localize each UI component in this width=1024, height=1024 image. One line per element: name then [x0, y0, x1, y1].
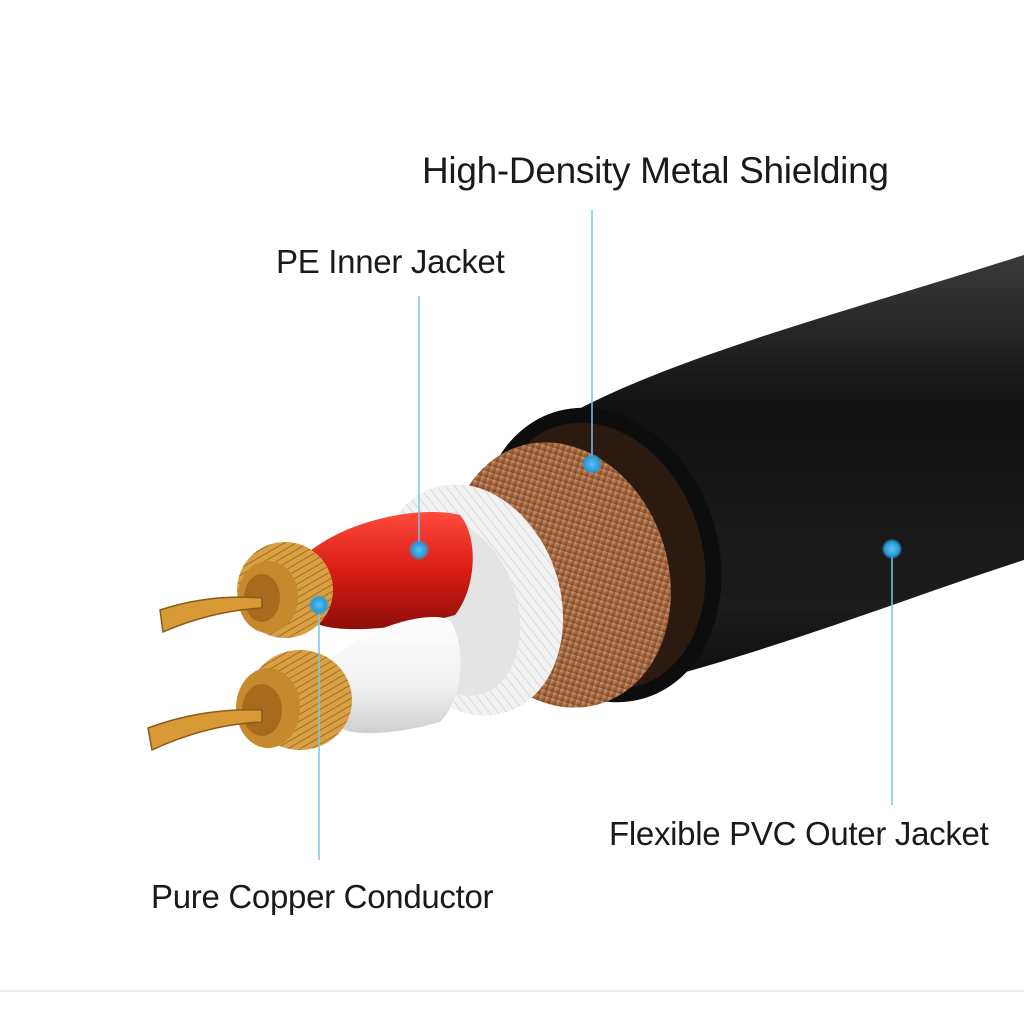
marker-outer-jacket: [882, 539, 902, 559]
white-insulation-shape: [330, 616, 461, 734]
red-insulation-shape: [300, 512, 473, 630]
marker-inner-jacket: [409, 540, 429, 560]
marker-conductor: [309, 595, 329, 615]
upper-conductor-twist: [159, 596, 263, 634]
lower-conductor-twist: [147, 708, 263, 752]
label-copper-conductor: Pure Copper Conductor: [151, 878, 494, 915]
label-pvc-outer-jacket: Flexible PVC Outer Jacket: [609, 815, 989, 852]
label-metal-shielding: High-Density Metal Shielding: [422, 150, 889, 191]
bottom-divider: [0, 990, 1024, 992]
label-pe-inner-jacket: PE Inner Jacket: [276, 243, 505, 280]
marker-shielding: [582, 454, 602, 474]
